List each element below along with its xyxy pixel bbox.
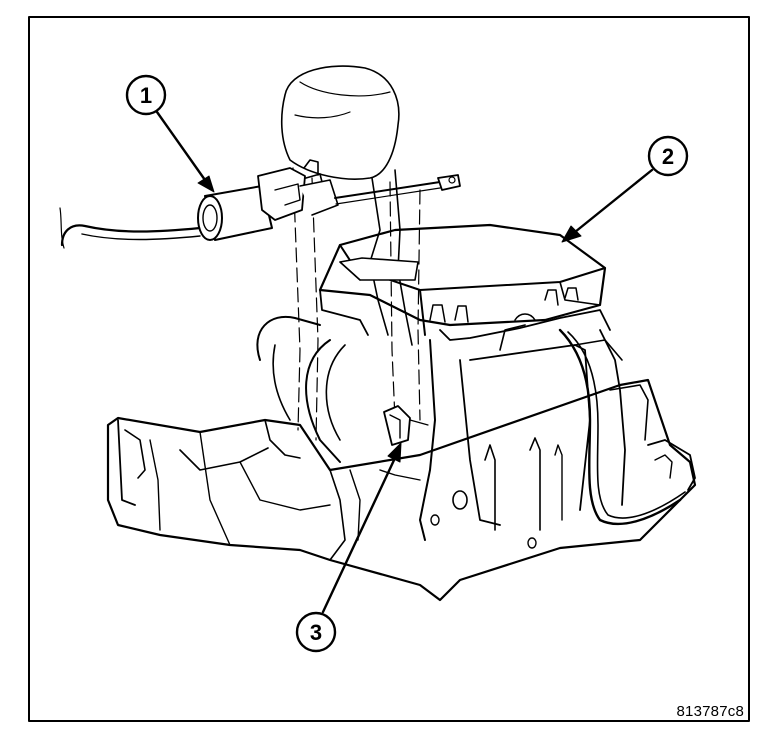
- figure-id-label: 813787c8: [676, 703, 744, 720]
- leader-line-2: [573, 168, 654, 234]
- shifter-housing: [106, 223, 697, 602]
- arrowhead-2: [561, 225, 582, 243]
- callout-leaders: [155, 110, 654, 614]
- figure-border: [28, 16, 750, 722]
- cable-end-connection: [383, 405, 429, 446]
- shift-lever: [280, 65, 421, 441]
- callout-circle-2: [647, 135, 689, 177]
- arrowhead-1: [197, 175, 215, 193]
- callout-circle-3: [295, 611, 337, 653]
- callout-1: 1: [125, 74, 167, 116]
- callout-number-2: 2: [662, 144, 674, 169]
- callout-circle-1: [125, 74, 167, 116]
- callout-number-1: 1: [140, 83, 152, 108]
- leader-line-1: [155, 110, 207, 182]
- callout-number-3: 3: [310, 620, 322, 645]
- arrowhead-3: [387, 442, 402, 463]
- callout-3: 3: [295, 611, 337, 653]
- leader-line-3: [321, 456, 397, 614]
- callout-2: 2: [647, 135, 689, 177]
- interlock-cable-assembly: [59, 159, 461, 249]
